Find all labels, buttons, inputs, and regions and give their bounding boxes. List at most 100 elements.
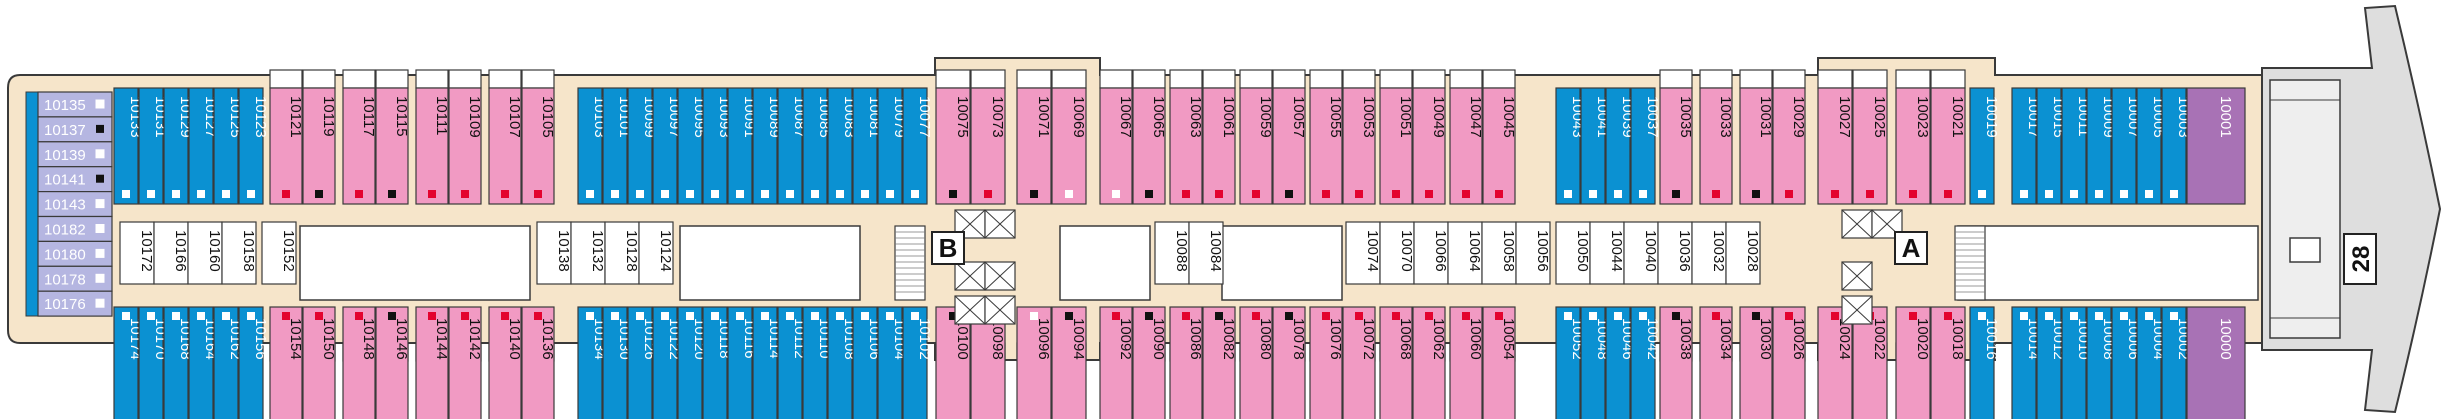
cabin-10141[interactable]: 10141 [37,166,113,193]
cabin-10158[interactable]: 10158 [221,221,257,285]
cabin-10004[interactable]: 10004 [2136,306,2167,419]
cabin-10000[interactable]: 10000 [2186,306,2246,419]
cabin-10055[interactable]: 10055 [1309,69,1344,205]
cabin-10050[interactable]: 10050 [1555,221,1591,285]
cabin-10160[interactable]: 10160 [187,221,223,285]
cabin-10182[interactable]: 10182 [37,215,113,242]
cabin-10137[interactable]: 10137 [37,116,113,143]
cabin-10028[interactable]: 10028 [1725,221,1761,285]
cabin-10131[interactable]: 10131 [138,87,169,205]
cabin-10070[interactable]: 10070 [1379,221,1415,285]
cabin-10142[interactable]: 10142 [448,306,483,419]
cabin-10079[interactable]: 10079 [877,87,908,205]
cabin-10109[interactable]: 10109 [448,69,483,205]
cabin-10082[interactable]: 10082 [1202,306,1237,419]
cabin-10144[interactable]: 10144 [415,306,450,419]
cabin-10060[interactable]: 10060 [1449,306,1484,419]
cabin-10047[interactable]: 10047 [1449,69,1484,205]
cabin-10172[interactable]: 10172 [119,221,155,285]
cabin-10086[interactable]: 10086 [1169,306,1204,419]
cabin-10059[interactable]: 10059 [1239,69,1274,205]
cabin-10146[interactable]: 10146 [375,306,410,419]
cabin-10007[interactable]: 10007 [2111,87,2142,205]
cabin-10176[interactable]: 10176 [37,290,113,317]
cabin-10058[interactable]: 10058 [1481,221,1517,285]
cabin-10020[interactable]: 10020 [1895,306,1931,419]
cabin-10115[interactable]: 10115 [375,69,410,205]
cabin-10156[interactable]: 10156 [238,306,269,419]
cabin-10038[interactable]: 10038 [1659,306,1694,419]
cabin-10019[interactable]: 10019 [1969,87,2000,205]
cabin-10107[interactable]: 10107 [488,69,523,205]
cabin-10129[interactable]: 10129 [163,87,194,205]
cabin-10037[interactable]: 10037 [1630,87,1661,205]
cabin-10135[interactable]: 10135 [37,91,113,118]
cabin-10119[interactable]: 10119 [302,69,337,205]
cabin-10074[interactable]: 10074 [1345,221,1381,285]
cabin-10021[interactable]: 10021 [1930,69,1966,205]
cabin-10090[interactable]: 10090 [1132,306,1167,419]
cabin-10072[interactable]: 10072 [1342,306,1377,419]
cabin-10111[interactable]: 10111 [415,69,450,205]
cabin-10032[interactable]: 10032 [1691,221,1727,285]
cabin-10143[interactable]: 10143 [37,191,113,218]
cabin-10056[interactable]: 10056 [1515,221,1551,285]
cabin-10016[interactable]: 10016 [1969,306,2000,419]
cabin-10148[interactable]: 10148 [342,306,377,419]
cabin-10045[interactable]: 10045 [1482,69,1517,205]
cabin-10100[interactable]: 10100 [935,306,971,419]
cabin-10051[interactable]: 10051 [1379,69,1414,205]
cabin-10178[interactable]: 10178 [37,265,113,292]
cabin-10094[interactable]: 10094 [1051,306,1087,419]
cabin-10031[interactable]: 10031 [1739,69,1774,205]
cabin-10088[interactable]: 10088 [1154,221,1190,285]
cabin-10071[interactable]: 10071 [1016,69,1052,205]
cabin-10069[interactable]: 10069 [1051,69,1087,205]
cabin-10062[interactable]: 10062 [1412,306,1447,419]
cabin-10130[interactable]: 10130 [602,306,633,419]
cabin-10049[interactable]: 10049 [1412,69,1447,205]
cabin-10066[interactable]: 10066 [1413,221,1449,285]
cabin-10023[interactable]: 10023 [1895,69,1931,205]
cabin-10024[interactable]: 10024 [1817,306,1853,419]
cabin-10075[interactable]: 10075 [935,69,971,205]
cabin-10136[interactable]: 10136 [521,306,556,419]
cabin-10001[interactable]: 10001 [2186,87,2246,205]
cabin-10008[interactable]: 10008 [2086,306,2117,419]
cabin-10097[interactable]: 10097 [652,87,683,205]
cabin-10033[interactable]: 10033 [1699,69,1734,205]
cabin-10057[interactable]: 10057 [1272,69,1307,205]
cabin-10126[interactable]: 10126 [627,306,658,419]
cabin-10022[interactable]: 10022 [1852,306,1888,419]
cabin-10139[interactable]: 10139 [37,141,113,168]
cabin-10044[interactable]: 10044 [1589,221,1625,285]
cabin-10128[interactable]: 10128 [604,221,640,285]
cabin-10124[interactable]: 10124 [638,221,674,285]
cabin-10076[interactable]: 10076 [1309,306,1344,419]
cabin-10061[interactable]: 10061 [1202,69,1237,205]
cabin-10150[interactable]: 10150 [302,306,337,419]
cabin-10053[interactable]: 10053 [1342,69,1377,205]
cabin-10029[interactable]: 10029 [1772,69,1807,205]
cabin-10132[interactable]: 10132 [570,221,606,285]
cabin-10027[interactable]: 10027 [1817,69,1853,205]
cabin-10121[interactable]: 10121 [269,69,304,205]
cabin-10036[interactable]: 10036 [1657,221,1693,285]
cabin-10080[interactable]: 10080 [1239,306,1274,419]
cabin-10063[interactable]: 10063 [1169,69,1204,205]
cabin-10035[interactable]: 10035 [1659,69,1694,205]
cabin-10064[interactable]: 10064 [1447,221,1483,285]
cabin-10065[interactable]: 10065 [1132,69,1167,205]
cabin-10048[interactable]: 10048 [1580,306,1611,419]
cabin-10123[interactable]: 10123 [238,87,269,205]
cabin-10040[interactable]: 10040 [1623,221,1659,285]
cabin-10083[interactable]: 10083 [827,87,858,205]
cabin-10140[interactable]: 10140 [488,306,523,419]
cabin-10180[interactable]: 10180 [37,240,113,267]
cabin-10067[interactable]: 10067 [1099,69,1134,205]
cabin-10110[interactable]: 10110 [802,306,833,419]
cabin-10112[interactable]: 10112 [777,306,808,419]
cabin-10078[interactable]: 10078 [1272,306,1307,419]
cabin-10026[interactable]: 10026 [1772,306,1807,419]
cabin-10084[interactable]: 10084 [1188,221,1224,285]
